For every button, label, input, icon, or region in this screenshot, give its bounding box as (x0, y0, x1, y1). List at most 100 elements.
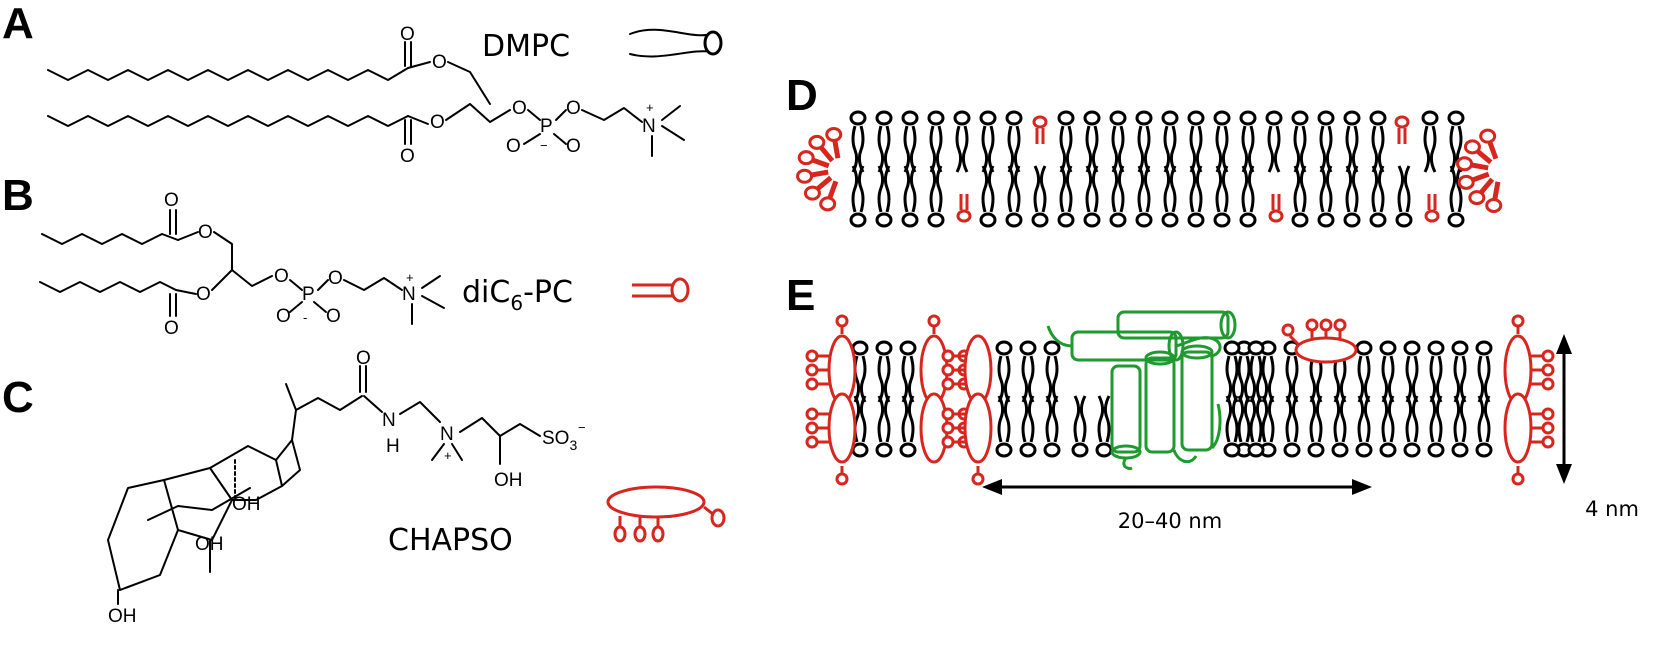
dmpc-lipid-bottom (1043, 395, 1061, 458)
bilayer-e (851, 340, 1493, 458)
dmpc-lipid-top (1005, 110, 1023, 173)
dmpc-lipid-top (1451, 340, 1469, 403)
dic6pc-label-prefix: diC (462, 275, 510, 310)
atom-p: P (540, 116, 553, 137)
dic6pc-label-suffix: -PC (523, 275, 573, 310)
atom-n: N (402, 284, 416, 305)
dmpc-lipid-bottom (1343, 165, 1361, 228)
atom-o: O (198, 222, 213, 243)
dic6pc-rim-lipid (796, 168, 829, 184)
dmpc-lipid-top (1283, 340, 1301, 403)
dmpc-lipid-top (1235, 340, 1253, 403)
dmpc-lipid-bottom (1427, 395, 1445, 458)
dic6pc-rim-lipid (1457, 171, 1490, 190)
dmpc-lipid-top (1317, 110, 1335, 173)
panel-c: C O N H N + OH SO3 (2, 348, 726, 627)
dic6pc-label: diC6-PC (462, 275, 573, 315)
chapso-icon (606, 485, 726, 543)
dmpc-lipid-top (901, 110, 919, 173)
dmpc-lipid-bottom (1235, 395, 1253, 458)
panel-letter-c: C (2, 373, 34, 422)
dic6pc-icon (632, 277, 690, 303)
atom-o: O (430, 112, 445, 133)
atom-plus: + (406, 270, 414, 285)
dmpc-lipid-top (1223, 340, 1241, 403)
dmpc-lipid-top (1355, 340, 1373, 403)
atom-oh: OH (108, 606, 137, 627)
dmpc-lipid-bottom (1447, 165, 1465, 228)
dmpc-lipid-bottom (1161, 165, 1179, 228)
dmpc-lipid-bottom (899, 395, 917, 458)
atom-minus: − (578, 420, 586, 435)
dmpc-lipid-top (1057, 110, 1075, 173)
chapso-tail (835, 314, 849, 334)
dmpc-lipid-top (995, 340, 1013, 403)
helix-vertical-1 (1110, 364, 1142, 460)
dmpc-lipid-bottom (1283, 395, 1301, 458)
atom-so3-sub: 3 (569, 437, 577, 453)
width-label: 20–40 nm (1118, 509, 1222, 533)
atom-minus: - (303, 310, 307, 325)
atom-o: O (356, 348, 371, 369)
chapso-molecule (941, 334, 993, 406)
membrane-protein (1046, 310, 1237, 470)
dmpc-lipid-top (1043, 340, 1061, 403)
dmpc-lipid-bottom (1395, 165, 1413, 228)
atom-oh: OH (494, 470, 523, 491)
atom-so3: SO3 (542, 428, 577, 453)
atom-plus: + (646, 100, 654, 115)
helix-vertical-2 (1144, 350, 1176, 454)
chapso-tail (1511, 314, 1525, 334)
chapso-tail (971, 466, 985, 486)
dmpc-lipid-bottom (1019, 395, 1037, 458)
dmpc-chain-1 (47, 67, 409, 81)
dmpc-lipid-bottom (1317, 165, 1335, 228)
panel-letter-b: B (2, 171, 34, 220)
atom-h: H (386, 436, 400, 457)
atom-o: O (328, 268, 343, 289)
dmpc-lipid-top (1421, 110, 1439, 173)
chapso-rim-e (805, 314, 1555, 486)
atom-o: O (566, 136, 581, 157)
dmpc-lipid-top (849, 110, 867, 173)
dmpc-lipid-top (1343, 110, 1361, 173)
panel-b: B O O O O O P O O O - N + (2, 171, 690, 339)
dmpc-lipid-bottom (1057, 165, 1075, 228)
atom-o: O (276, 306, 291, 327)
dmpc-lipid-top (979, 110, 997, 173)
atom-o: O (400, 146, 415, 167)
bilayer-d (849, 110, 1465, 228)
atom-o: O (400, 24, 415, 45)
dmpc-lipid-top (1291, 110, 1309, 173)
chapso-structure: O N H N + OH SO3 − OH OH OH (107, 348, 586, 627)
dmpc-lipid-bottom (1031, 165, 1049, 228)
dmpc-structure: O O O O O P O O O − N + (47, 24, 685, 167)
dmpc-lipid-top (1019, 340, 1037, 403)
panel-letter-d: D (786, 71, 818, 120)
dic6pc-rim-lipid (797, 150, 830, 169)
dmpc-lipid-top (1213, 110, 1231, 173)
dic6pc-rim-lipid (803, 175, 833, 201)
atom-o: O (566, 98, 581, 119)
dmpc-lipid-bottom (1095, 395, 1113, 458)
atom-so3-main: SO (542, 428, 569, 449)
dmpc-lipid-bottom (849, 165, 867, 228)
panel-d: D (786, 71, 1503, 228)
dmpc-lipid-bottom (1475, 395, 1493, 458)
dic6pc-rim-lipid (825, 127, 843, 159)
chapso-tail (1511, 466, 1525, 486)
chapso-molecule (805, 392, 857, 464)
dic6pc-lipid-top (1032, 115, 1048, 144)
dmpc-lipid-bottom (1355, 395, 1373, 458)
helix-horizontal-2 (1070, 330, 1185, 362)
dmpc-lipid-bottom (1135, 165, 1153, 228)
dic6pc-rim-lipid (808, 134, 835, 163)
dic6pc-rim-lipid (1485, 181, 1503, 213)
atom-p: P (302, 284, 315, 305)
dmpc-lipid-top (1475, 340, 1493, 403)
height-arrow: 4 nm (1556, 334, 1639, 521)
dmpc-lipid-bottom (1403, 395, 1421, 458)
dmpc-lipid-bottom (1109, 165, 1127, 228)
dmpc-chain-2 (47, 115, 409, 127)
dmpc-lipid-top (1265, 110, 1283, 173)
